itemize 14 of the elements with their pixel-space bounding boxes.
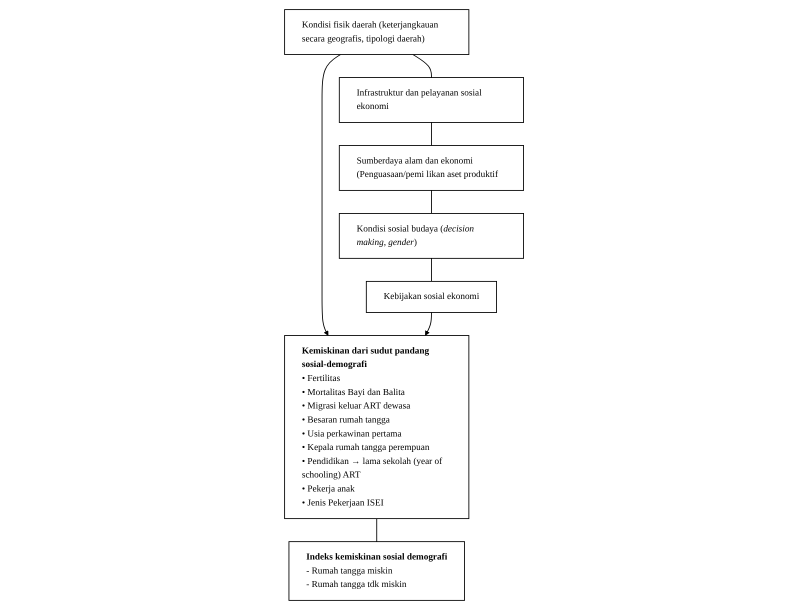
arrow	[426, 312, 432, 336]
node-box: Sumberdaya alam dan ekonomi (Penguasaan/pemi likan aset produktif	[339, 144, 524, 190]
node-box: Kemiskinan dari sudut pandang sosial-demografi • Fertilitas • Mortalitas Bayi dan Balita • Migrasi keluar ART dewasa • Besaran rumah tangga • Usia perkawinan pertama • Kepala rumah tangga perempuan • Pendidikan → lama sekolah (year of schooling) ART • Pekerja anak • Jenis Pekerjaan ISEI	[284, 334, 470, 519]
node-box: Kondisi fisik daerah (keterjangkauan secara geografis, tipologi daerah)	[284, 8, 470, 54]
node-box: Indeks kemiskinan sosial demografi - Rumah tangga miskin - Rumah tangga tdk miskin	[288, 540, 466, 600]
arrow	[322, 54, 342, 336]
node-box: Kondisi sosial budaya (decision making, gender)	[339, 212, 524, 258]
connector	[431, 122, 432, 146]
connector	[431, 189, 432, 214]
node-box: Kebijakan sosial ekonomi	[366, 280, 498, 312]
connector	[412, 54, 432, 78]
connector	[431, 257, 432, 282]
connector	[376, 518, 378, 542]
node-box: Infrastruktur dan pelayanan sosial ekonomi	[339, 76, 524, 122]
